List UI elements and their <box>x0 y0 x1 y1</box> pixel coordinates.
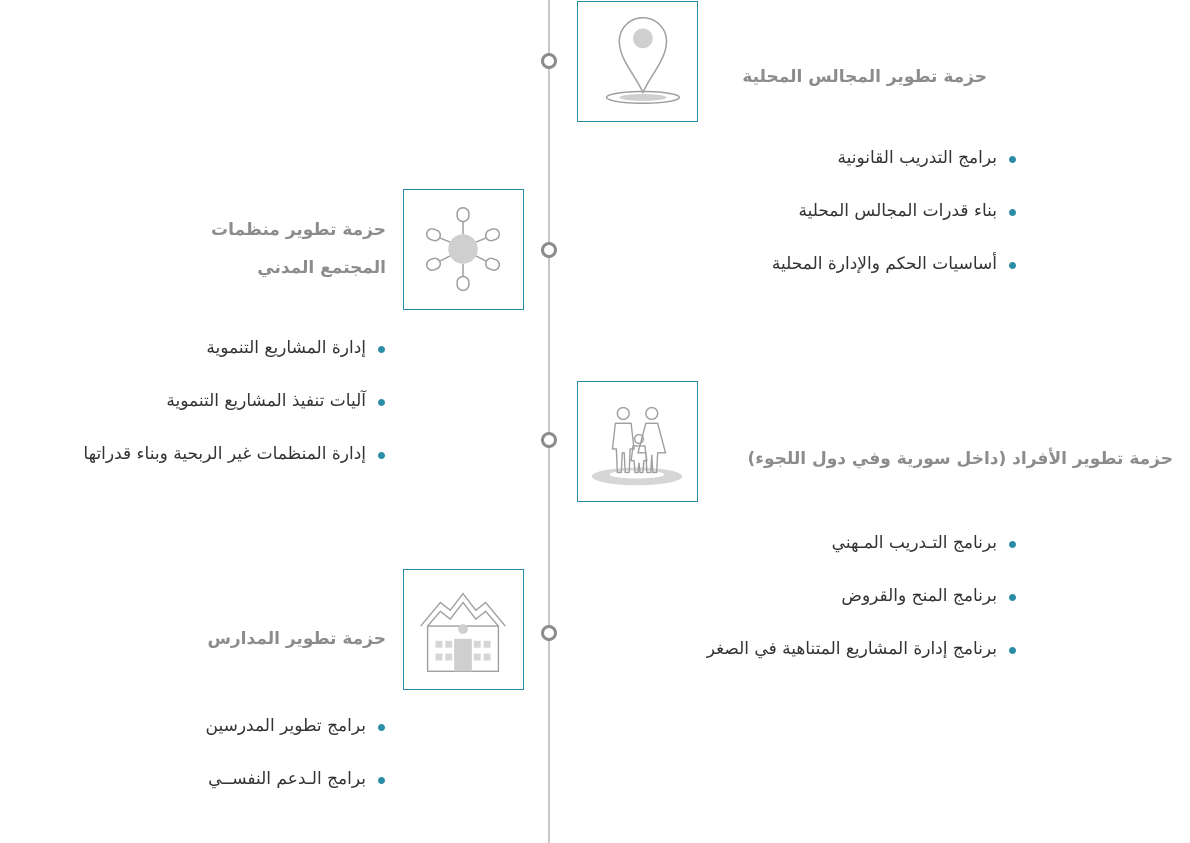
list-item: برنامج التـدريب المـهني <box>707 529 1016 558</box>
list-item-label: آليات تنفيذ المشاريع التنموية <box>166 391 366 411</box>
timeline-node <box>541 432 557 448</box>
package-title: حزمة تطوير المدارس <box>207 629 386 649</box>
bullet-dot <box>378 399 385 406</box>
list-item: آليات تنفيذ المشاريع التنموية <box>83 387 385 416</box>
list-item: برنامج إدارة المشاريع المتناهية في الصغر <box>707 635 1016 664</box>
package-items-list: إدارة المشاريع التنموية آليات تنفيذ المش… <box>83 334 385 493</box>
list-item-label: إدارة المشاريع التنموية <box>206 338 366 358</box>
list-item: إدارة المشاريع التنموية <box>83 334 385 363</box>
list-item-label: برامج تطوير المدرسين <box>205 716 366 736</box>
list-item: إدارة المنظمات غير الربحية وبناء قدراتها <box>83 440 385 469</box>
list-item-label: بناء قدرات المجالس المحلية <box>798 201 997 221</box>
package-items-list: برنامج التـدريب المـهني برنامج المنح وال… <box>707 529 1016 688</box>
list-item-label: أساسيات الحكم والإدارة المحلية <box>771 254 997 274</box>
bullet-dot <box>1009 647 1016 654</box>
package-title: حزمة تطوير المجالس المحلية <box>742 67 987 87</box>
bullet-dot <box>378 452 385 459</box>
list-item-label: برامج التدريب القانونية <box>837 148 997 168</box>
timeline-line <box>548 0 550 843</box>
list-item: برنامج المنح والقروض <box>707 582 1016 611</box>
timeline-node <box>541 242 557 258</box>
timeline-node <box>541 53 557 69</box>
school-icon <box>403 569 524 690</box>
package-items-list: برامج تطوير المدرسين برامج الـدعم النفسـ… <box>206 712 385 818</box>
package-title-line: المجتمع المدني <box>257 258 386 278</box>
list-item: برامج التدريب القانونية <box>772 144 1016 173</box>
bullet-dot <box>378 346 385 353</box>
list-item-label: برنامج المنح والقروض <box>841 586 997 606</box>
list-item-label: برامج الـدعم النفســي <box>208 769 366 789</box>
list-item: أساسيات الحكم والإدارة المحلية <box>772 250 1016 279</box>
bullet-dot <box>378 724 385 731</box>
bullet-dot <box>1009 262 1016 269</box>
family-icon <box>577 381 698 502</box>
bullet-dot <box>1009 594 1016 601</box>
list-item: برامج تطوير المدرسين <box>206 712 385 741</box>
list-item-label: برنامج التـدريب المـهني <box>831 533 997 553</box>
package-title-line: حزمة تطوير منظمات <box>211 220 386 240</box>
list-item-label: برنامج إدارة المشاريع المتناهية في الصغر <box>706 639 997 659</box>
timeline-node <box>541 625 557 641</box>
bullet-dot <box>1009 541 1016 548</box>
package-title: حزمة تطوير الأفراد (داخل سورية وفي دول ا… <box>747 449 1173 469</box>
map-pin-icon <box>577 1 698 122</box>
bullet-dot <box>378 777 385 784</box>
list-item: برامج الـدعم النفســي <box>206 765 385 794</box>
list-item-label: إدارة المنظمات غير الربحية وبناء قدراتها <box>83 444 366 464</box>
bullet-dot <box>1009 156 1016 163</box>
network-icon <box>403 189 524 310</box>
package-title: حزمة تطوير منظمات المجتمع المدني <box>211 211 386 287</box>
bullet-dot <box>1009 209 1016 216</box>
package-items-list: برامج التدريب القانونية بناء قدرات المجا… <box>772 144 1016 303</box>
list-item: بناء قدرات المجالس المحلية <box>772 197 1016 226</box>
